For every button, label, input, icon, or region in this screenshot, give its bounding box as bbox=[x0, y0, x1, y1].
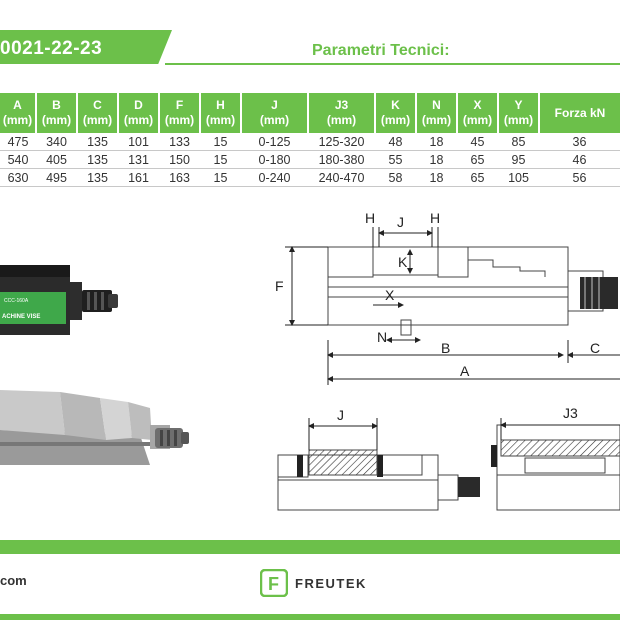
table-cell: 18 bbox=[416, 133, 457, 151]
photo-label-bottom: ACHINE VISE bbox=[2, 314, 40, 320]
table-cell: 56 bbox=[539, 168, 620, 187]
column-header: B(mm) bbox=[36, 93, 78, 133]
table-cell: 135 bbox=[77, 133, 118, 151]
table-cell: 0-240 bbox=[241, 168, 308, 187]
table-cell: 36 bbox=[539, 133, 620, 151]
dim-label-h-left: H bbox=[365, 210, 375, 226]
table-cell: 131 bbox=[118, 150, 159, 169]
freutek-logo-icon: F bbox=[260, 569, 288, 597]
table-cell: 18 bbox=[416, 150, 457, 169]
table-cell: 18 bbox=[416, 168, 457, 187]
column-header: N(mm) bbox=[416, 93, 458, 133]
table-cell: 105 bbox=[498, 168, 539, 187]
column-header: X(mm) bbox=[457, 93, 499, 133]
table-cell: 495 bbox=[36, 168, 77, 187]
table-row: 630 495 135 161 163 15 0-240 240-470 58 … bbox=[0, 168, 620, 187]
table-cell: 135 bbox=[77, 150, 118, 169]
dim-label-n: N bbox=[377, 329, 387, 345]
table-row: 475 340 135 101 133 15 0-125 125-320 48 … bbox=[0, 133, 620, 151]
column-header: Y(mm) bbox=[498, 93, 540, 133]
brand-name: FREUTEK bbox=[295, 576, 367, 591]
table-cell: 163 bbox=[159, 168, 200, 187]
table-cell: 95 bbox=[498, 150, 539, 169]
table-cell: 125-320 bbox=[308, 133, 375, 151]
dim-label-k: K bbox=[398, 254, 408, 270]
dim-label-b: B bbox=[441, 340, 450, 356]
column-header: J(mm) bbox=[241, 93, 309, 133]
model-code: 0021-22-23 bbox=[0, 38, 103, 59]
params-title: Parametri Tecnici: bbox=[312, 42, 450, 59]
column-header: K(mm) bbox=[375, 93, 417, 133]
svg-text:F: F bbox=[268, 574, 279, 594]
table-cell: 65 bbox=[457, 150, 498, 169]
table-cell: 15 bbox=[200, 150, 241, 169]
dim-label-j-jaw: J bbox=[337, 407, 344, 423]
dim-label-c: C bbox=[590, 340, 600, 356]
technical-drawing-side: H J H K F X N B C A bbox=[275, 210, 620, 385]
table-cell: 161 bbox=[118, 168, 159, 187]
column-header-force: Forza kN bbox=[539, 93, 620, 133]
table-cell: 0-125 bbox=[241, 133, 308, 151]
table-cell: 135 bbox=[77, 168, 118, 187]
column-header: F(mm) bbox=[159, 93, 201, 133]
table-cell: 15 bbox=[200, 168, 241, 187]
footer-website[interactable]: com bbox=[0, 573, 27, 588]
vise-photo-perspective bbox=[0, 390, 189, 465]
footer-bottom-band bbox=[0, 614, 620, 620]
table-cell: 85 bbox=[498, 133, 539, 151]
table-cell: 65 bbox=[457, 168, 498, 187]
table-cell: 58 bbox=[375, 168, 416, 187]
table-cell: 240-470 bbox=[308, 168, 375, 187]
column-header: J3(mm) bbox=[308, 93, 376, 133]
table-cell: 55 bbox=[375, 150, 416, 169]
table-cell: 340 bbox=[36, 133, 77, 151]
table-header-row: A(mm) B(mm) C(mm) D(mm) F(mm) H(mm) J(mm… bbox=[0, 93, 620, 133]
table-cell: 180-380 bbox=[308, 150, 375, 169]
table-cell: 46 bbox=[539, 150, 620, 169]
table-cell: 540 bbox=[0, 150, 36, 169]
table-cell: 101 bbox=[118, 133, 159, 151]
photo-label-top: CCC-160A bbox=[4, 298, 29, 304]
dim-label-x: X bbox=[385, 287, 395, 303]
table-cell: 630 bbox=[0, 168, 36, 187]
dim-label-j: J bbox=[397, 214, 404, 230]
column-header: H(mm) bbox=[200, 93, 242, 133]
dim-label-f: F bbox=[275, 278, 284, 294]
table-cell: 150 bbox=[159, 150, 200, 169]
table-cell: 48 bbox=[375, 133, 416, 151]
table-cell: 15 bbox=[200, 133, 241, 151]
table-cell: 133 bbox=[159, 133, 200, 151]
table-cell: 405 bbox=[36, 150, 77, 169]
column-header: A(mm) bbox=[0, 93, 37, 133]
technical-drawing-jaws: J J3 bbox=[277, 405, 620, 511]
dim-label-a: A bbox=[460, 363, 470, 379]
column-header: D(mm) bbox=[118, 93, 160, 133]
vise-photo-closeup: CCC-160A ACHINE VISE bbox=[0, 265, 118, 335]
column-header: C(mm) bbox=[77, 93, 119, 133]
dim-label-j3: J3 bbox=[563, 405, 578, 421]
table-cell: 45 bbox=[457, 133, 498, 151]
table-row: 540 405 135 131 150 15 0-180 180-380 55 … bbox=[0, 150, 620, 169]
table-cell: 475 bbox=[0, 133, 36, 151]
dim-label-h-right: H bbox=[430, 210, 440, 226]
header-banner bbox=[0, 30, 172, 64]
footer-band bbox=[0, 540, 620, 554]
table-cell: 0-180 bbox=[241, 150, 308, 169]
header-divider bbox=[165, 63, 620, 65]
spec-table: A(mm) B(mm) C(mm) D(mm) F(mm) H(mm) J(mm… bbox=[0, 93, 620, 187]
